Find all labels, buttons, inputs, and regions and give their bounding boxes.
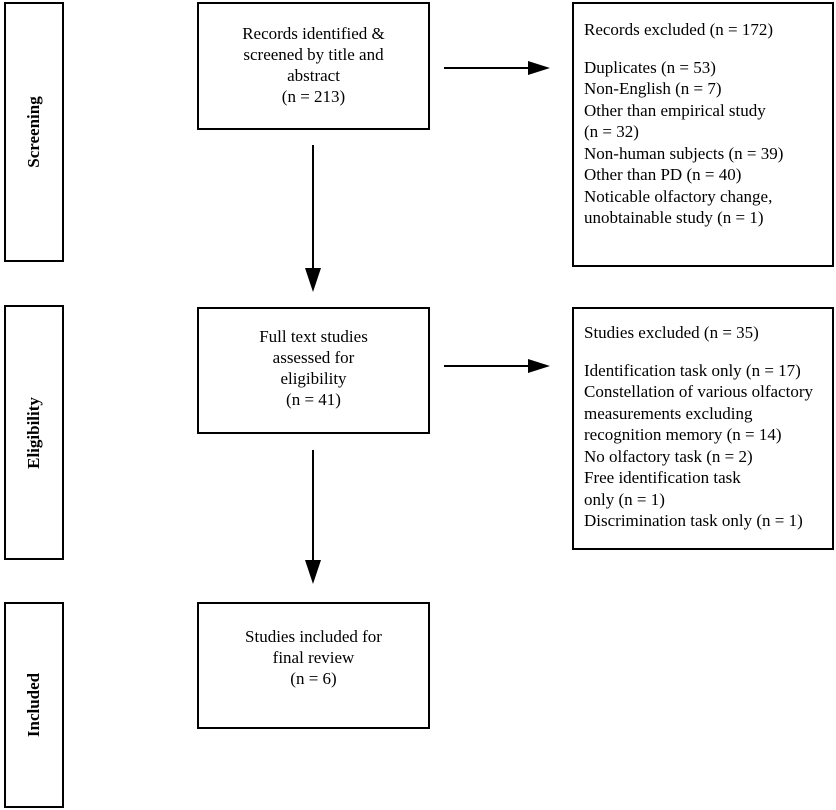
- studies-excluded-heading: Studies excluded (n = 35): [584, 323, 759, 342]
- records-identified-line: screened by title and: [243, 45, 384, 64]
- stage-included: Included: [4, 602, 64, 808]
- records-identified-box: Records identified & screened by title a…: [197, 2, 430, 130]
- records-excluded-box: Records excluded (n = 172) Duplicates (n…: [572, 2, 834, 267]
- records-excluded-heading: Records excluded (n = 172): [584, 20, 773, 39]
- full-text-line: Full text studies: [259, 327, 368, 346]
- studies-excluded-item: No olfactory task (n = 2): [584, 446, 753, 466]
- studies-included-box: Studies included for final review (n = 6…: [197, 602, 430, 729]
- arrowhead-icon: [305, 560, 321, 584]
- full-text-line: eligibility: [280, 369, 347, 388]
- records-identified-line: Records identified &: [242, 24, 385, 43]
- records-excluded-item: Noticable olfactory change,: [584, 186, 773, 206]
- arrowhead-icon: [528, 61, 550, 75]
- records-excluded-item: Duplicates (n = 53): [584, 57, 716, 77]
- studies-excluded-item: Constellation of various olfactory: [584, 382, 813, 401]
- records-excluded-item: Non-English (n = 7): [584, 79, 722, 98]
- full-text-assessed-box: Full text studies assessed for eligibili…: [197, 307, 430, 434]
- studies-included-line: final review: [272, 648, 355, 667]
- records-excluded-item: unobtainable study (n = 1): [584, 208, 764, 227]
- records-excluded-item: (n = 32): [584, 122, 639, 141]
- records-identified-line: abstract: [287, 66, 340, 85]
- records-identified-count: (n = 213): [281, 87, 346, 106]
- studies-excluded-item: Free identification task: [584, 468, 741, 487]
- records-excluded-item: Non-human subjects (n = 39): [584, 143, 784, 163]
- studies-excluded-item: only (n = 1): [584, 489, 665, 509]
- full-text-count: (n = 41): [286, 390, 341, 409]
- studies-excluded-item: Discrimination task only (n = 1): [584, 511, 803, 530]
- studies-excluded-box: Studies excluded (n = 35) Identification…: [572, 307, 834, 550]
- studies-included-count: (n = 6): [290, 669, 337, 688]
- studies-excluded-item: recognition memory (n = 14): [584, 425, 782, 444]
- arrowhead-icon: [305, 268, 321, 292]
- stage-screening: Screening: [4, 2, 64, 262]
- records-excluded-item: Other than empirical study: [584, 100, 766, 120]
- studies-excluded-item: Identification task only (n = 17): [584, 360, 801, 380]
- studies-excluded-item: measurements excluding: [584, 403, 753, 423]
- arrowhead-icon: [528, 359, 550, 373]
- studies-included-line: Studies included for: [245, 627, 382, 646]
- full-text-line: assessed for: [272, 348, 355, 367]
- records-excluded-item: Other than PD (n = 40): [584, 165, 742, 184]
- stage-eligibility: Eligibility: [4, 305, 64, 560]
